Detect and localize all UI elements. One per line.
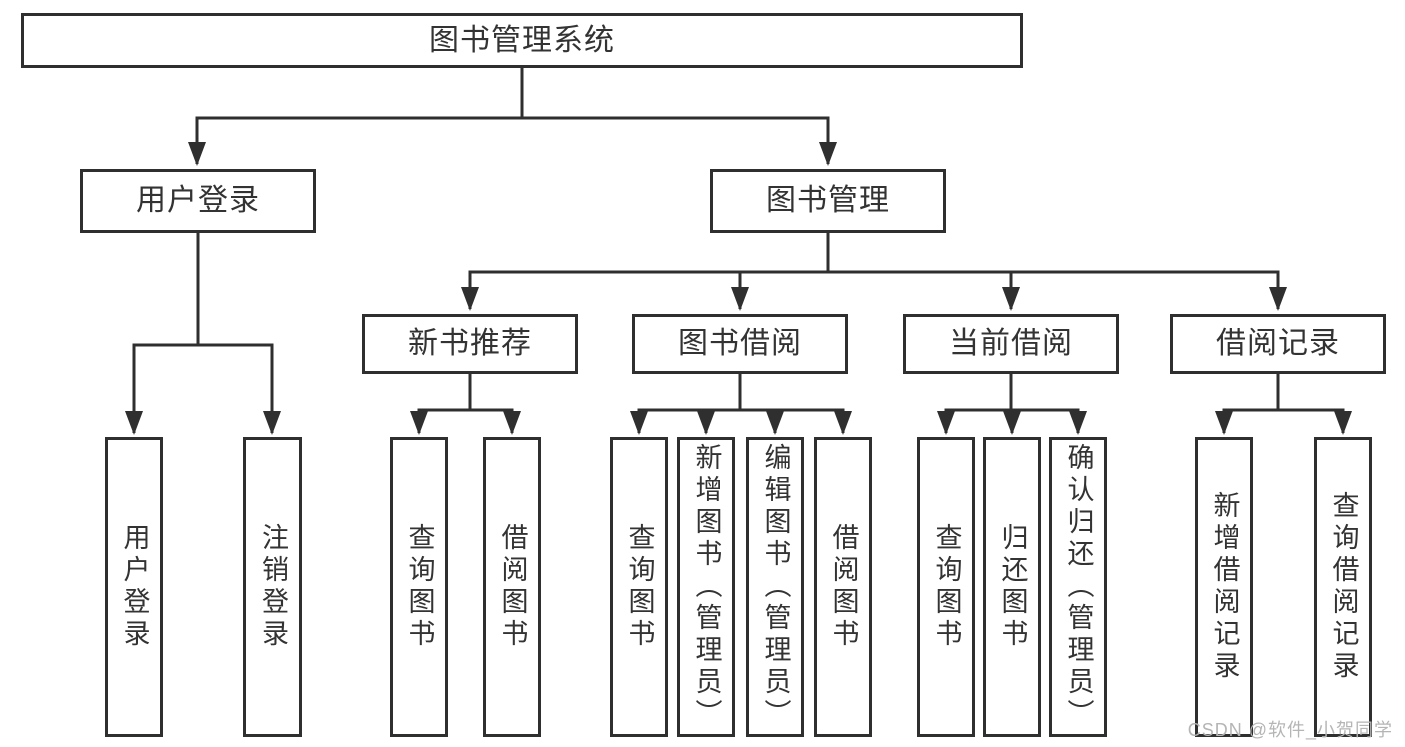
current-borrow-connectors bbox=[937, 374, 1087, 435]
node-label: 用户登录 bbox=[136, 184, 260, 217]
node-label: 查询图书 bbox=[624, 523, 655, 651]
node-current-borrowing: 当前借阅 bbox=[903, 314, 1119, 374]
node-label: 用户登录 bbox=[119, 523, 150, 651]
node-label: 新增图书（管理员） bbox=[691, 443, 722, 731]
leaf-add-borrow-record: 新增借阅记录 bbox=[1195, 437, 1253, 737]
leaf-query-books-borrowing: 查询图书 bbox=[610, 437, 668, 737]
leaf-query-books-current: 查询图书 bbox=[917, 437, 975, 737]
node-label: 查询图书 bbox=[404, 523, 435, 651]
leaf-confirm-return-admin: 确认归还（管理员） bbox=[1049, 437, 1107, 737]
node-label: 注销登录 bbox=[258, 523, 288, 651]
user-login-connectors bbox=[125, 233, 281, 435]
node-label: 借阅图书 bbox=[497, 523, 528, 651]
leaf-add-book-admin: 新增图书（管理员） bbox=[677, 437, 735, 737]
node-book-mgmt: 图书管理 bbox=[710, 169, 946, 233]
leaf-borrow-book-recommend: 借阅图书 bbox=[483, 437, 541, 737]
root-connectors bbox=[188, 68, 837, 166]
node-label: 当前借阅 bbox=[949, 327, 1073, 360]
node-book-borrowing: 图书借阅 bbox=[632, 314, 848, 374]
node-label: 编辑图书（管理员） bbox=[760, 443, 791, 731]
watermark: CSDN @软件_小贺同学 bbox=[1187, 720, 1393, 740]
node-user-login: 用户登录 bbox=[80, 169, 316, 233]
leaf-user-login: 用户登录 bbox=[105, 437, 163, 737]
borrow-records-connectors bbox=[1215, 374, 1352, 435]
leaf-query-books-recommend: 查询图书 bbox=[390, 437, 448, 737]
node-label: 新增借阅记录 bbox=[1209, 491, 1240, 683]
node-label: 图书借阅 bbox=[678, 327, 802, 360]
book-borrow-connectors bbox=[630, 374, 852, 435]
new-books-connectors bbox=[410, 374, 521, 435]
node-label: 借阅记录 bbox=[1216, 327, 1340, 360]
node-label: 确认归还（管理员） bbox=[1063, 443, 1094, 731]
node-label: 借阅图书 bbox=[828, 523, 859, 651]
node-borrow-records: 借阅记录 bbox=[1170, 314, 1386, 374]
book-mgmt-connectors bbox=[461, 233, 1287, 311]
node-label: 归还图书 bbox=[997, 523, 1028, 651]
node-new-book-recommend: 新书推荐 bbox=[362, 314, 578, 374]
leaf-logout: 注销登录 bbox=[243, 437, 302, 737]
node-label: 图书管理 bbox=[766, 184, 890, 217]
node-label: 新书推荐 bbox=[408, 327, 532, 360]
leaf-query-borrow-record: 查询借阅记录 bbox=[1314, 437, 1372, 737]
node-root: 图书管理系统 bbox=[21, 13, 1023, 68]
node-label: 图书管理系统 bbox=[429, 23, 615, 57]
leaf-borrow-book: 借阅图书 bbox=[814, 437, 872, 737]
node-label: 查询图书 bbox=[931, 523, 962, 651]
leaf-return-book: 归还图书 bbox=[983, 437, 1041, 737]
node-label: 查询借阅记录 bbox=[1328, 491, 1359, 683]
leaf-edit-book-admin: 编辑图书（管理员） bbox=[746, 437, 804, 737]
